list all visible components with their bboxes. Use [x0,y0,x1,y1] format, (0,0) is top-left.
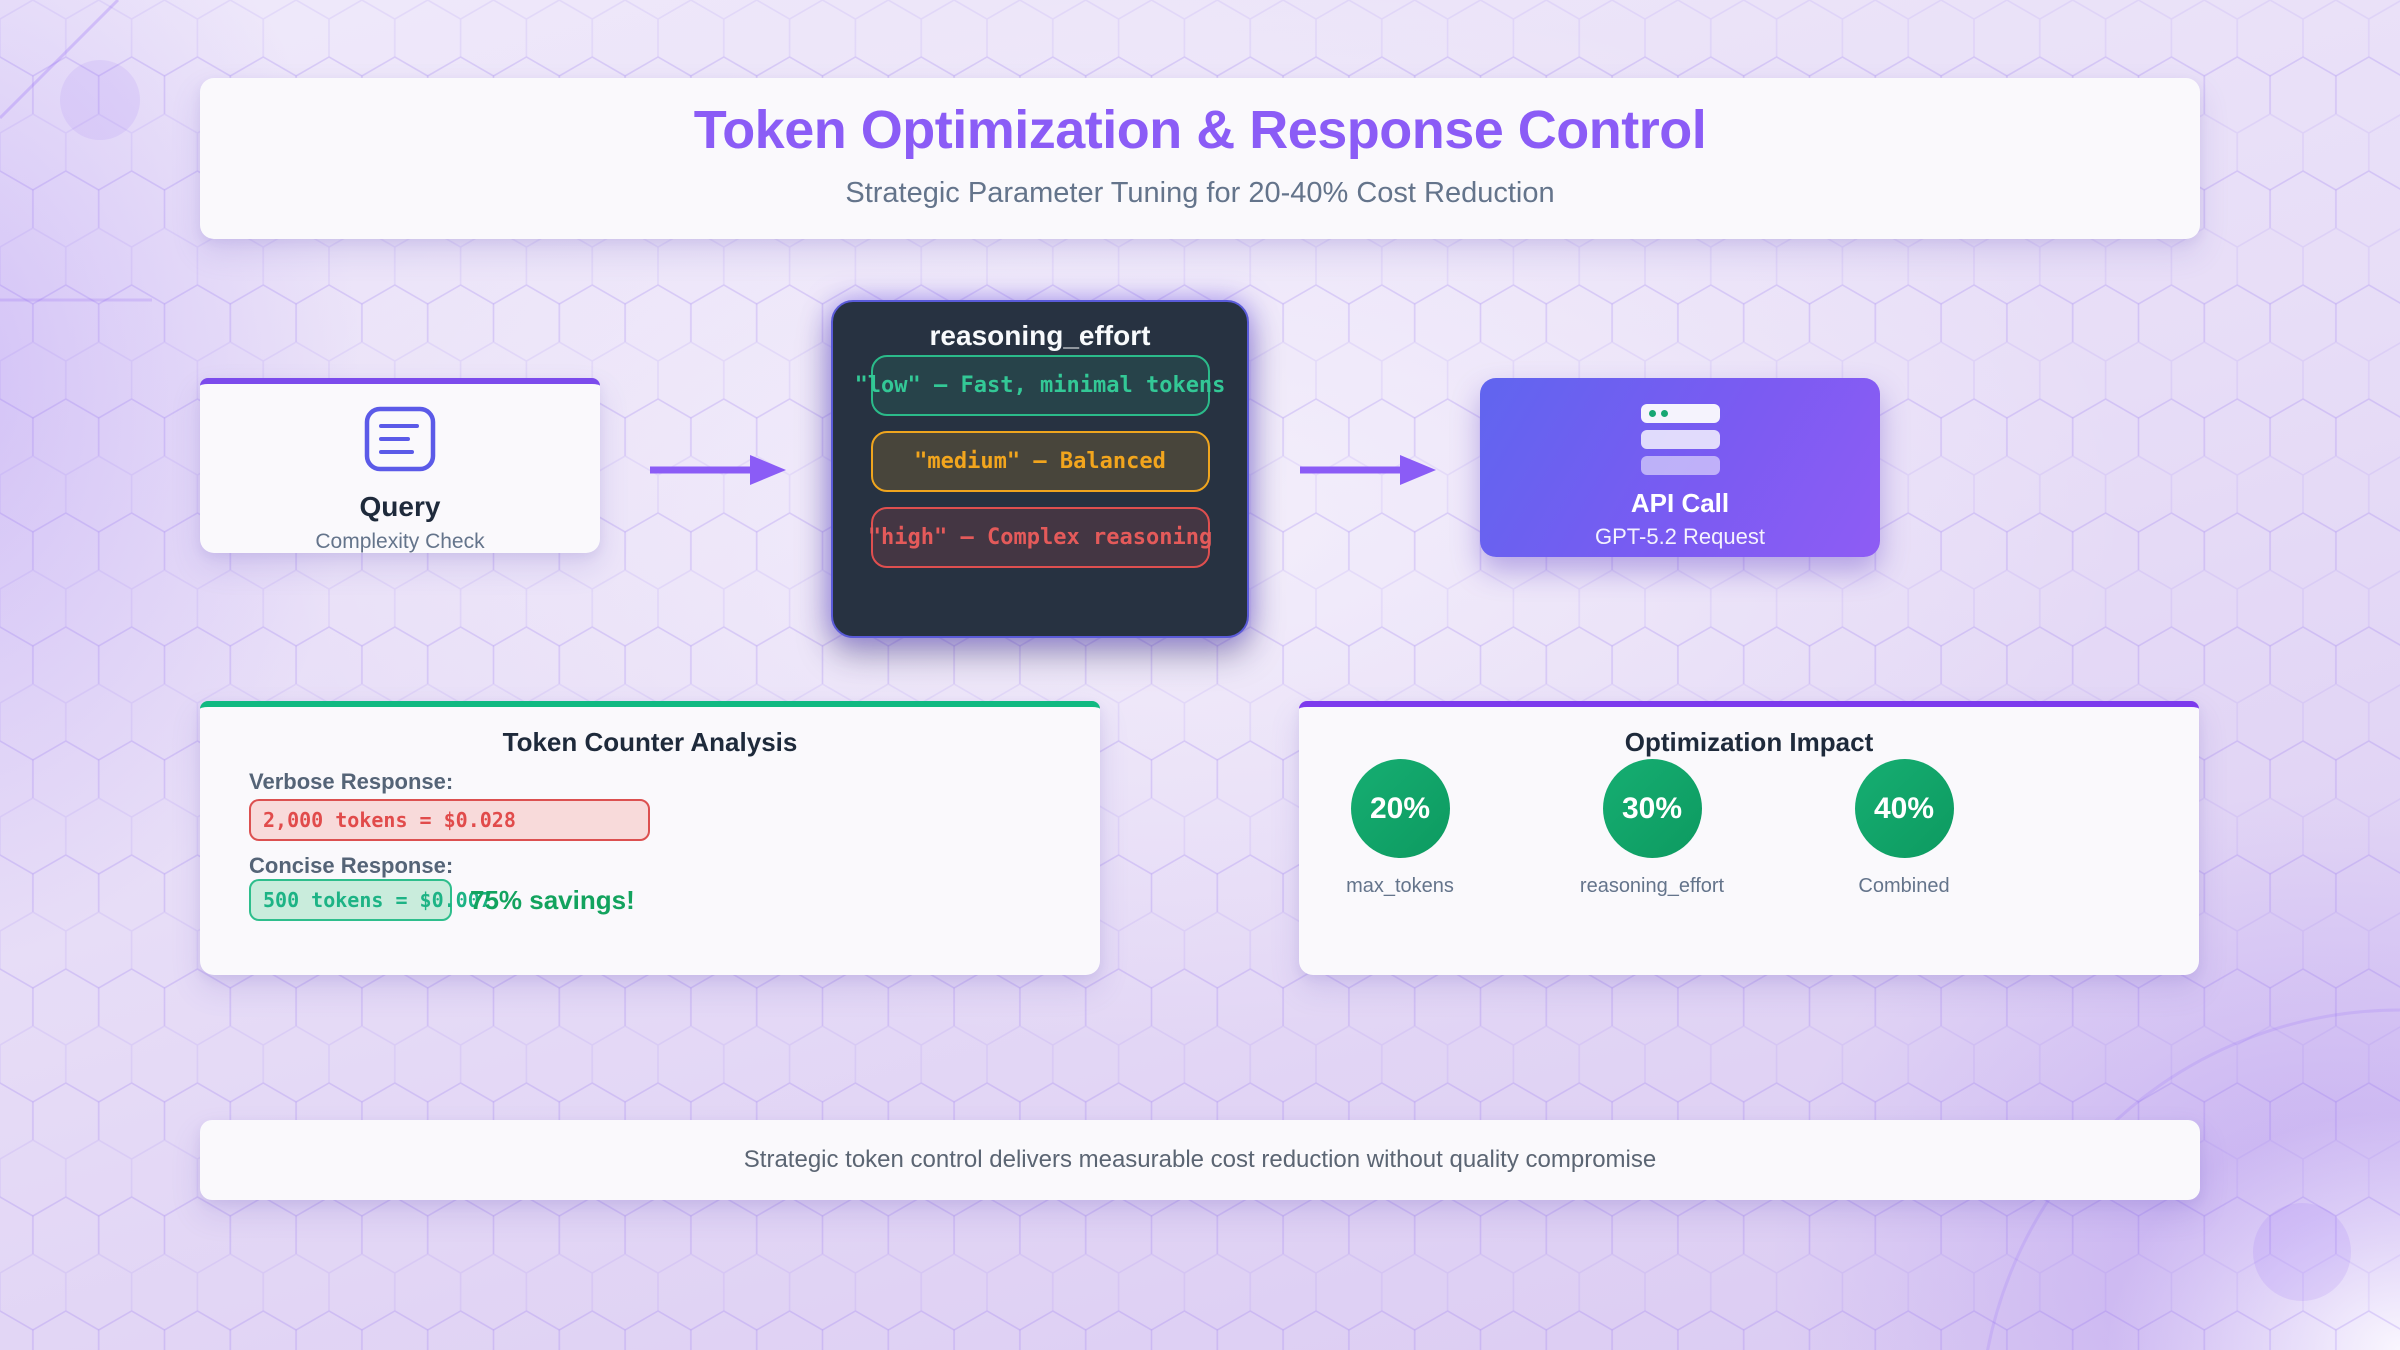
query-node: Query Complexity Check [200,378,600,553]
server-led-dot [1648,410,1656,417]
impact-value: 20% [1369,791,1431,825]
option-low-label: "low" — Fast, minimal tokens [854,373,1226,398]
savings-callout: 75% savings! [470,885,635,915]
option-high-pill: "high" — Complex reasoning [867,507,1213,568]
query-node-subtitle: Complexity Check [315,530,485,553]
header-banner: Token Optimization & Response Control St… [200,78,2200,239]
concise-response-label: Concise Response: [249,853,454,878]
reasoning-effort-title: reasoning_effort [929,320,1151,351]
optimization-impact-card: Optimization Impact 20% max_tokens 30% r… [1299,701,2199,975]
impact-label: max_tokens [1346,875,1454,897]
api-call-node: API Call GPT-5.2 Request [1480,378,1880,557]
impact-label: reasoning_effort [1579,875,1725,897]
concise-cost-value: 500 tokens = $0.007 [263,888,492,912]
impact-value: 40% [1873,791,1935,825]
arrow-right-icon [1300,455,1436,485]
verbose-cost-pill: 2,000 tokens = $0.028 [249,799,650,841]
server-bar-top [1640,404,1720,423]
page-title: Token Optimization & Response Control [693,100,1707,160]
option-high-label: "high" — Complex reasoning [867,525,1213,550]
query-node-title: Query [359,491,441,522]
impact-circle: 30% [1602,759,1702,858]
impact-value: 30% [1621,791,1683,825]
server-bar-bottom [1640,456,1720,475]
footer-text: Strategic token control delivers measura… [743,1146,1657,1173]
option-low-pill: "low" — Fast, minimal tokens [855,355,1225,416]
option-medium-label: "medium" — Balanced [914,449,1166,474]
impact-item-combined: 40% Combined [1804,759,2004,898]
decor-diagonal-line [0,0,120,120]
token-counter-card: Token Counter Analysis Verbose Response:… [200,701,1100,975]
impact-item-max-tokens: 20% max_tokens [1300,759,1500,898]
page-subtitle: Strategic Parameter Tuning for 20-40% Co… [845,177,1555,209]
footer-banner: Strategic token control delivers measura… [200,1120,2200,1200]
server-bar-middle [1640,430,1720,449]
server-led-dot [1660,410,1668,417]
verbose-cost-value: 2,000 tokens = $0.028 [263,808,516,832]
impact-label: Combined [1858,875,1950,897]
document-lines-icon [362,406,438,478]
api-node-title: API Call [1630,488,1730,518]
option-medium-pill: "medium" — Balanced [870,431,1210,492]
impact-item-reasoning-effort: 30% reasoning_effort [1552,759,1752,898]
api-node-subtitle: GPT-5.2 Request [1595,524,1765,549]
impact-circle: 40% [1854,759,1954,858]
decor-circle-top-left [60,60,140,140]
reasoning-effort-panel: reasoning_effort "low" — Fast, minimal t… [831,300,1249,638]
verbose-response-label: Verbose Response: [249,769,454,794]
server-stack-icon [1640,404,1720,475]
concise-cost-pill: 500 tokens = $0.007 [249,879,492,921]
arrow-right-icon [650,455,786,485]
token-counter-title: Token Counter Analysis [502,727,798,757]
decor-circle-bottom-right [2253,1203,2351,1301]
optimization-impact-title: Optimization Impact [1624,727,1874,757]
impact-circle: 20% [1350,759,1450,858]
